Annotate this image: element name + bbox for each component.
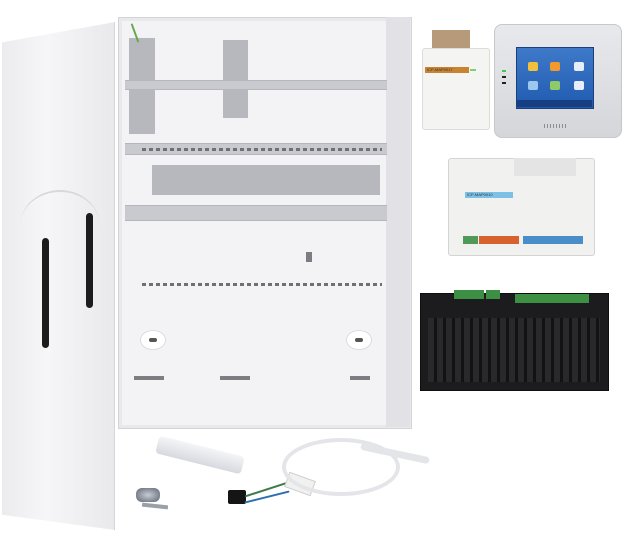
enclosure-door	[2, 22, 115, 530]
module-label: ICP-MAP0010	[465, 192, 513, 198]
terminal-block	[463, 236, 478, 244]
cable-duct	[152, 165, 380, 195]
knockout	[140, 330, 166, 350]
service-icon	[574, 81, 584, 90]
status-led	[502, 70, 506, 72]
cam-lock	[136, 488, 160, 502]
terminal-block	[486, 290, 500, 299]
lock-closed-icon	[528, 62, 538, 71]
terminal-block	[515, 294, 589, 303]
din-rail	[125, 80, 387, 90]
screen-toolbar	[516, 100, 592, 107]
schedule-icon	[528, 81, 538, 90]
user-icon	[574, 62, 584, 71]
lock-open-icon	[550, 62, 560, 71]
cable-tie-slot	[220, 376, 250, 380]
cable-tube	[282, 438, 400, 496]
door-slot	[86, 213, 93, 308]
ground-connector	[228, 490, 246, 504]
din-rail	[125, 205, 387, 221]
module-connectors	[432, 30, 470, 48]
status-led	[470, 69, 476, 71]
rail-perforation	[142, 283, 382, 286]
terminal-block	[523, 236, 583, 244]
interface-module	[422, 48, 490, 130]
status-led	[502, 76, 506, 78]
door-contour	[20, 190, 100, 262]
status-led	[502, 82, 506, 84]
tamper-switch	[155, 435, 245, 475]
module-label: ICP-MAP0017	[425, 67, 469, 73]
speaker-grille	[544, 124, 566, 128]
enclosure-cabinet	[118, 17, 412, 429]
cable-tie-slot	[134, 376, 164, 380]
usb-ports	[514, 158, 576, 176]
cabinet-side-wall	[386, 17, 410, 427]
knockout	[346, 330, 372, 350]
terminal-block	[470, 290, 484, 299]
lock-key	[141, 502, 169, 510]
mounting-bracket	[223, 40, 248, 118]
terminal-block	[454, 290, 470, 299]
rail-perforation	[142, 148, 382, 151]
status-icon	[550, 81, 560, 90]
terminal-block	[479, 236, 519, 244]
cable-tie-slot	[350, 376, 370, 380]
psu-vent-grid	[428, 318, 600, 382]
mount-clip	[306, 252, 312, 262]
keypad-screen	[516, 47, 594, 109]
door-slot	[42, 238, 49, 348]
